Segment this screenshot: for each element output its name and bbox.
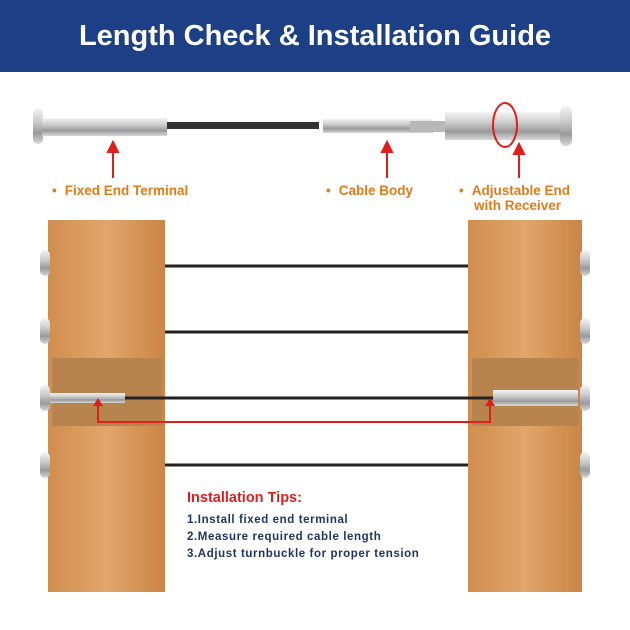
label-cable-body: •Cable Body	[326, 183, 413, 198]
tip-item: 1.Install fixed end terminal	[187, 514, 349, 526]
fixed-end-terminal	[33, 108, 167, 144]
page-title: Length Check & Installation Guide	[0, 0, 630, 72]
rotate-arrow-icon	[492, 102, 518, 148]
pointer-arrows	[106, 139, 526, 178]
post-bolts	[40, 250, 590, 478]
cables	[52, 264, 578, 467]
length-measure-line	[97, 402, 491, 423]
cable-segment	[167, 122, 319, 129]
tip-item: 2.Measure required cable length	[187, 531, 382, 543]
label-fixed-end: •Fixed End Terminal	[52, 183, 189, 198]
tip-item: 3.Adjust turnbuckle for proper tension	[187, 548, 420, 560]
tips-title: Installation Tips:	[187, 490, 302, 506]
adjustable-end	[323, 102, 572, 148]
installation-tips: Installation Tips: 1.Install fixed end t…	[183, 488, 424, 565]
